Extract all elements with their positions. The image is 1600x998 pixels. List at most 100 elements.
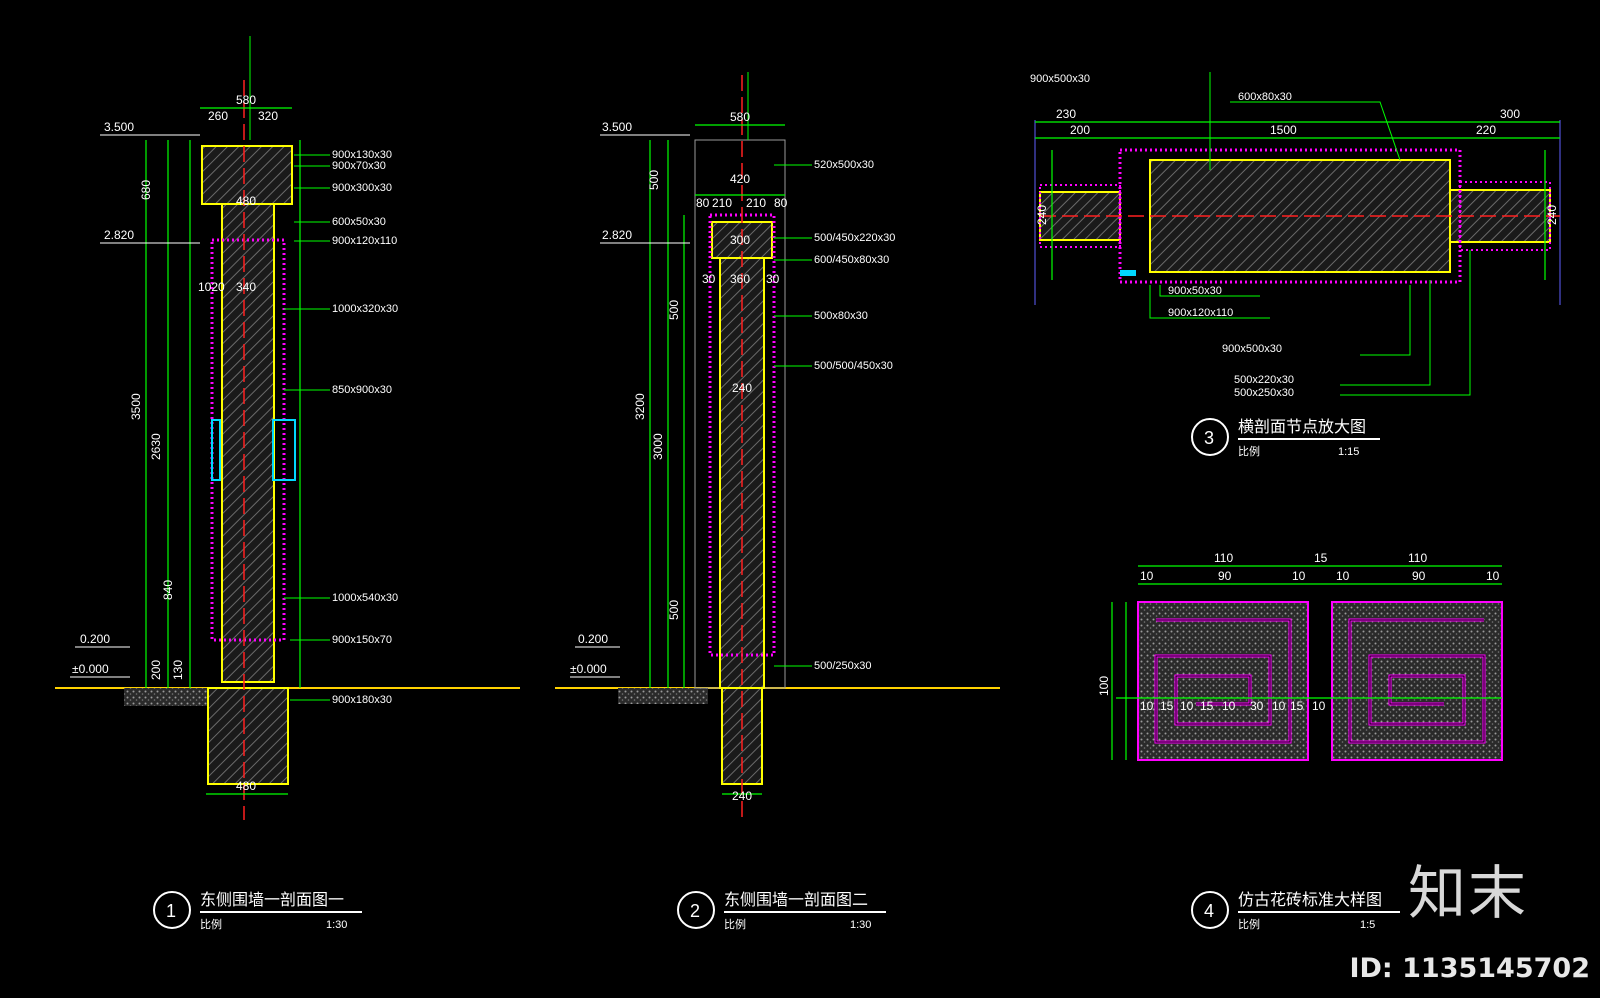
dim-label: 15 — [1200, 699, 1214, 713]
callout-label: 900x130x30 — [332, 149, 392, 161]
section-number: 2 — [690, 901, 700, 921]
dim-label: 110 — [1408, 551, 1427, 565]
marker — [1120, 270, 1136, 276]
section-title: 仿古花砖标准大样图 — [1238, 890, 1382, 909]
callout-labels: 900x500x30 600x80x30 900x50x30 900x120x1… — [1030, 73, 1294, 399]
callout-label: 500x80x30 — [814, 310, 868, 322]
dim-label: 300 — [730, 233, 750, 247]
level-label: 2.820 — [104, 228, 134, 242]
dim-label: 480 — [236, 779, 256, 793]
tile-left — [1137, 601, 1309, 761]
dim-label: 230 — [1056, 107, 1076, 121]
callout-label: 1000x320x30 — [332, 303, 398, 315]
dim-label: 360 — [730, 272, 750, 286]
dim-label: 300 — [1500, 107, 1520, 121]
level-label: 3.500 — [602, 120, 632, 134]
dim-label: 90 — [1218, 569, 1232, 583]
section-title: 横剖面节点放大图 — [1238, 417, 1366, 436]
section-1-elevation: 900x130x30 900x70x30 900x300x30 600x50x3… — [55, 36, 520, 931]
callout-label: 1000x540x30 — [332, 592, 398, 604]
dim-label: 3000 — [651, 433, 665, 460]
dim-label: 1500 — [1270, 123, 1297, 137]
dimension-labels: 3.500 2.820 0.200 ±0.000 580 420 80 210 … — [570, 110, 788, 803]
section-number-circle — [1191, 891, 1229, 929]
dim-label: 480 — [236, 194, 256, 208]
dim-label: 320 — [258, 109, 278, 123]
ground-fill — [124, 688, 209, 706]
callout-label: 500x220x30 — [1234, 374, 1294, 386]
callout-label: 900x180x30 — [332, 694, 392, 706]
callout-label: 600x80x30 — [1238, 91, 1292, 103]
level-label: 0.200 — [80, 632, 110, 646]
callout-label: 900x500x30 — [1222, 343, 1282, 355]
wall-foundation — [207, 687, 289, 785]
section-number-circle — [1191, 418, 1229, 456]
dim-label: 30 — [1250, 699, 1264, 713]
level-label: ±0.000 — [72, 662, 109, 676]
dim-label: 210 — [746, 196, 766, 210]
scale-label: 比例 — [200, 917, 222, 931]
level-label: 0.200 — [578, 632, 608, 646]
brand-watermark: 知末 — [1407, 859, 1528, 927]
dim-label: 580 — [730, 110, 750, 124]
section-number-circle — [677, 891, 715, 929]
dim-label: 80 — [696, 196, 710, 210]
dim-label: 130 — [171, 660, 185, 680]
marker-left — [211, 419, 221, 481]
scale-value: 1:5 — [1360, 919, 1375, 931]
dim-label: 110 — [1214, 551, 1233, 565]
callout-label: 900x120x110 — [332, 235, 397, 247]
dim-label: 100 — [1097, 676, 1111, 696]
callout-label: 900x70x30 — [332, 160, 386, 172]
dim-label: 210 — [712, 196, 732, 210]
callout-label: 500x250x30 — [1234, 387, 1294, 399]
dim-label: 240 — [1035, 205, 1049, 225]
scale-label: 比例 — [1238, 444, 1260, 458]
dim-label: 15 — [1314, 551, 1328, 565]
dim-label: 3200 — [633, 393, 647, 420]
dim-label: 10 — [1486, 569, 1500, 583]
dim-label: 260 — [208, 109, 228, 123]
callout-label: 900x120x110 — [1168, 307, 1233, 319]
dim-label: 10 — [1140, 569, 1154, 583]
callout-label: 520x500x30 — [814, 159, 874, 171]
callout-label: 900x500x30 — [1030, 73, 1090, 85]
callout-label: 900x50x30 — [1168, 285, 1222, 297]
dim-label: 500 — [667, 600, 681, 620]
scale-label: 比例 — [724, 917, 746, 931]
dim-label: 10 — [1312, 699, 1326, 713]
scale-value: 1:30 — [850, 919, 871, 931]
dim-label: 15 — [1290, 699, 1304, 713]
scale-value: 1:30 — [326, 919, 347, 931]
callout-label: 850x900x30 — [332, 384, 392, 396]
dim-label: 10 — [1272, 699, 1286, 713]
callout-label: 600/450x80x30 — [814, 254, 889, 266]
dim-label: 500 — [667, 300, 681, 320]
section-number: 1 — [166, 901, 176, 921]
dim-label: 200 — [149, 660, 163, 680]
callout-leaders — [1149, 72, 1471, 396]
section-number: 3 — [1204, 428, 1214, 448]
level-label: 2.820 — [602, 228, 632, 242]
dim-label: 420 — [730, 172, 750, 186]
callout-label: 500/250x30 — [814, 660, 872, 672]
dim-label: 220 — [1476, 123, 1496, 137]
dim-label: 580 — [236, 93, 256, 107]
dim-label: 15 — [1160, 699, 1174, 713]
dim-label: 30 — [766, 272, 780, 286]
dim-label: 10 — [1140, 699, 1154, 713]
callout-leaders — [747, 72, 812, 667]
dim-label: 500 — [647, 170, 661, 190]
dim-label: 1020 — [198, 280, 225, 294]
dim-label: 240 — [732, 789, 752, 803]
dim-label: 240 — [1545, 205, 1559, 225]
dim-label: 10 — [1336, 569, 1350, 583]
section-title: 东侧围墙一剖面图一 — [200, 890, 344, 909]
dim-label: 2630 — [149, 433, 163, 460]
dim-label: 840 — [161, 580, 175, 600]
dim-label: 240 — [732, 381, 752, 395]
section-title: 东侧围墙一剖面图二 — [724, 890, 868, 909]
dimension-labels: 3.500 2.820 0.200 ±0.000 580 260 320 480… — [72, 93, 278, 793]
callout-leaders — [249, 36, 330, 701]
scale-label: 比例 — [1238, 917, 1260, 931]
